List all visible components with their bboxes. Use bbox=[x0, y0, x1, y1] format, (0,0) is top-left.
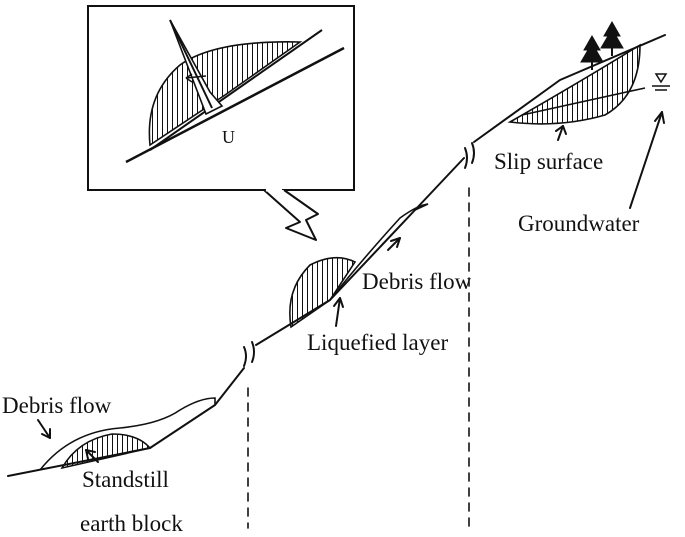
debris-flow-mid-label: Debris flow bbox=[362, 269, 472, 294]
earth-block-label: earth block bbox=[80, 511, 183, 536]
slip-surface-label: Slip surface bbox=[494, 149, 604, 174]
ground-profile-upper bbox=[473, 34, 666, 143]
debris-flow-low-arrow bbox=[37, 419, 51, 439]
groundwater-table bbox=[521, 87, 646, 116]
slip-surface-arrow bbox=[557, 125, 564, 141]
inset-detail bbox=[125, 19, 345, 164]
debris-flow-mid-arrow bbox=[387, 237, 401, 251]
upper-slide-mass bbox=[507, 43, 641, 125]
standstill-arrow bbox=[85, 449, 99, 463]
standstill-label: Standstill bbox=[82, 467, 169, 492]
water-table-icon bbox=[652, 73, 670, 91]
debris-flow-low-label: Debris flow bbox=[2, 393, 112, 418]
middle-slide-mass bbox=[289, 256, 357, 329]
lower-debris-outline bbox=[39, 397, 216, 471]
break-symbol-upper bbox=[464, 142, 475, 169]
liquefied-layer-band bbox=[329, 209, 416, 301]
lower-earth-block bbox=[60, 433, 152, 470]
liquefied-layer-label: Liquefied layer bbox=[307, 330, 449, 355]
liquefied-layer-arrow bbox=[335, 297, 341, 327]
groundwater-label: Groundwater bbox=[518, 211, 640, 236]
tree-icon bbox=[580, 20, 624, 70]
groundwater-arrow bbox=[629, 111, 663, 209]
ground-profile-lower bbox=[7, 367, 245, 477]
inset-mark-label: U bbox=[222, 127, 235, 147]
callout-pointer bbox=[263, 189, 319, 241]
break-symbol-lower bbox=[243, 341, 255, 367]
middle-debris-outline bbox=[329, 203, 429, 301]
